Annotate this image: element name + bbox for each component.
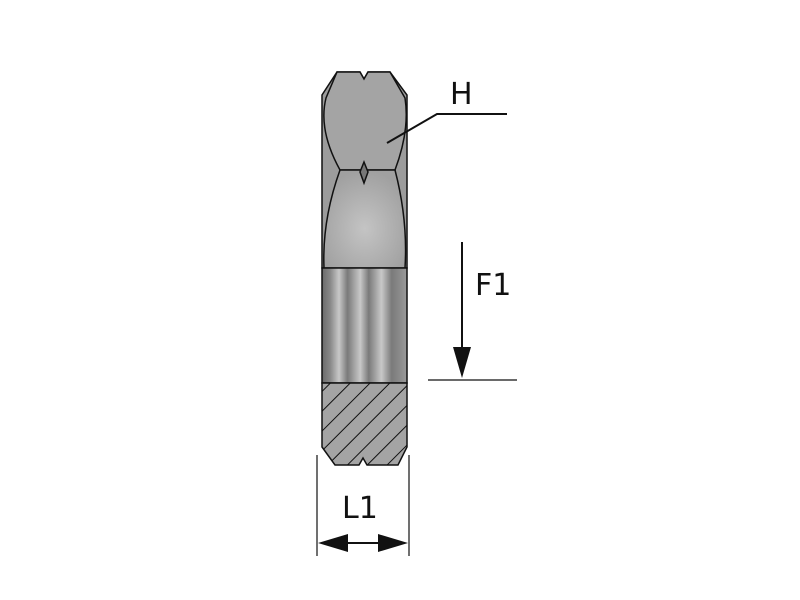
hatched-section	[321, 382, 408, 466]
nut-body	[321, 71, 408, 466]
dimension-f1: F1	[428, 242, 517, 381]
dimension-h: H	[386, 77, 507, 144]
label-h: H	[450, 77, 473, 112]
thread-section	[321, 267, 408, 384]
arrow-left-icon	[318, 534, 348, 552]
cone-face	[323, 169, 407, 269]
label-l1: L1	[342, 491, 378, 526]
hex-face	[323, 71, 407, 171]
arrow-down-icon	[453, 347, 471, 378]
label-f1: F1	[475, 268, 511, 303]
dimension-l1: L1	[316, 455, 410, 556]
arrow-right-icon	[378, 534, 408, 552]
notch-mark	[359, 159, 369, 186]
